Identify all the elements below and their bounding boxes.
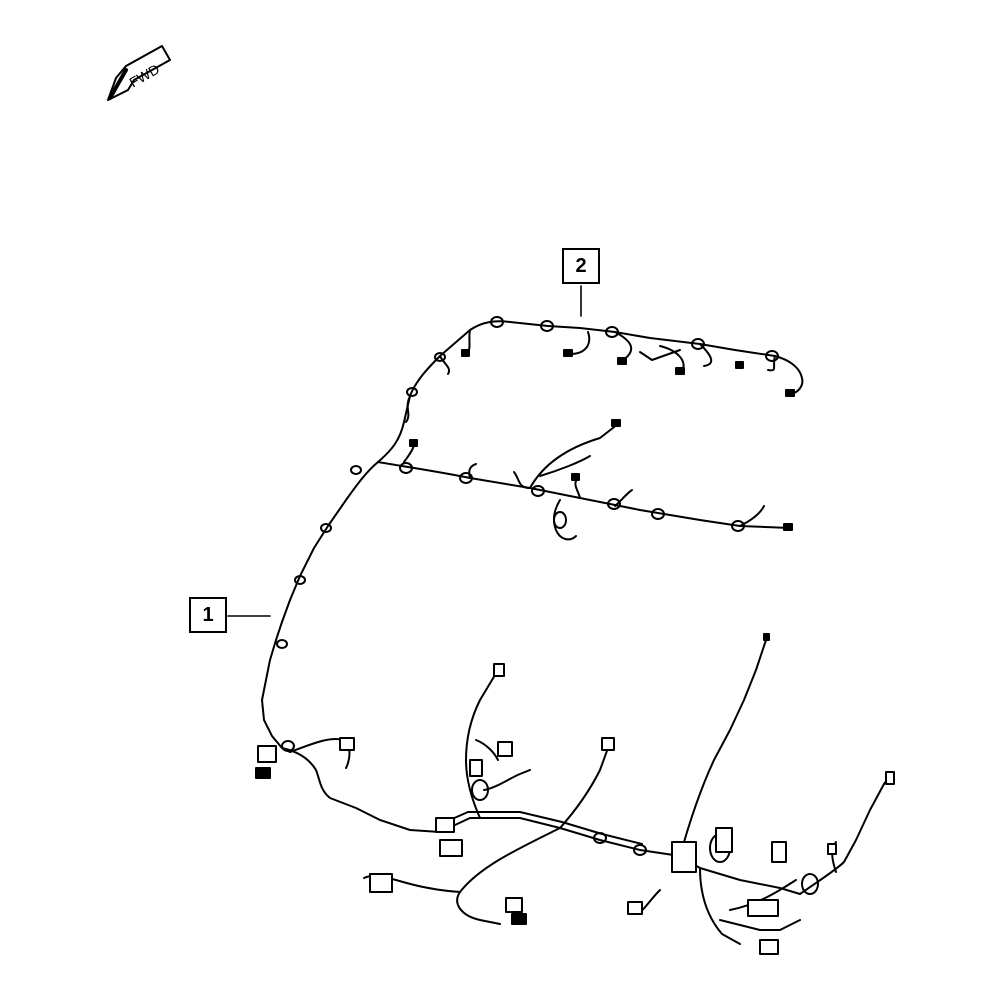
callout-2-number: 2	[575, 254, 587, 277]
callout-1: 1	[189, 597, 227, 633]
callout-1-number: 1	[202, 603, 214, 626]
callout-2: 2	[562, 248, 600, 284]
fwd-arrow-icon: FWD	[107, 45, 171, 101]
harness-1	[255, 461, 895, 955]
harness-2	[377, 316, 804, 463]
harness-2-branch	[377, 419, 793, 541]
